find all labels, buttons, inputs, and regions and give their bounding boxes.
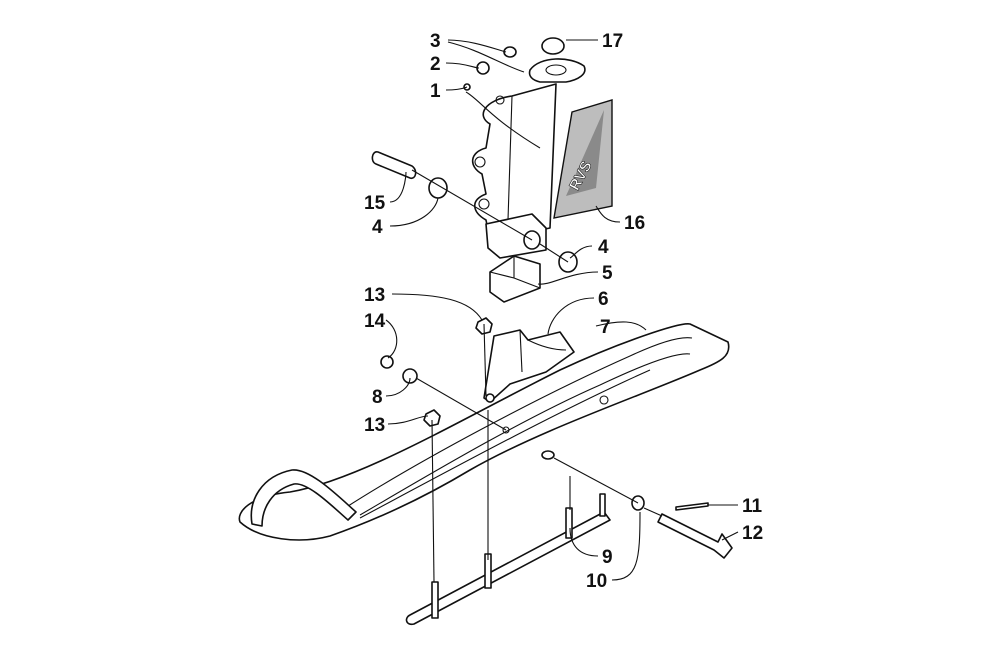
callout-13-upper: 13 (364, 285, 385, 306)
assembly-lines (411, 169, 663, 583)
nut-13-lower (423, 409, 441, 427)
callout-15: 15 (364, 193, 386, 214)
callout-7: 7 (600, 317, 611, 338)
callout-4-left: 4 (372, 217, 383, 238)
cotter-pin-11 (675, 502, 709, 511)
callout-11: 11 (742, 496, 763, 517)
callout-2: 2 (430, 54, 441, 75)
callout-6: 6 (598, 289, 609, 310)
callout-17: 17 (602, 31, 623, 52)
ski (238, 323, 730, 541)
wear-bar (405, 493, 611, 626)
bushing-8 (402, 368, 418, 384)
saddle-bracket (483, 329, 575, 403)
callout-14: 14 (364, 311, 386, 332)
callout-10: 10 (586, 571, 607, 592)
callout-12: 12 (742, 523, 763, 544)
cap (541, 37, 565, 55)
callout-1: 1 (430, 81, 441, 102)
callout-leaders (385, 39, 739, 581)
callout-16: 16 (624, 213, 645, 234)
spindle-tube (471, 58, 586, 259)
callout-3: 3 (430, 31, 441, 52)
callout-9: 9 (602, 547, 613, 568)
callout-labels: 3 2 1 17 15 4 16 4 5 6 7 13 14 8 13 9 10… (364, 31, 763, 592)
callout-4-right: 4 (598, 237, 609, 258)
spacer (371, 151, 417, 180)
rvs-decal: RVS (553, 99, 613, 219)
callout-8: 8 (372, 387, 383, 408)
washer-3 (503, 46, 517, 58)
callout-5: 5 (602, 263, 613, 284)
washer-14 (380, 355, 394, 369)
bolt-12 (657, 513, 733, 559)
callout-13-lower: 13 (364, 415, 385, 436)
spindle-block (489, 255, 541, 303)
